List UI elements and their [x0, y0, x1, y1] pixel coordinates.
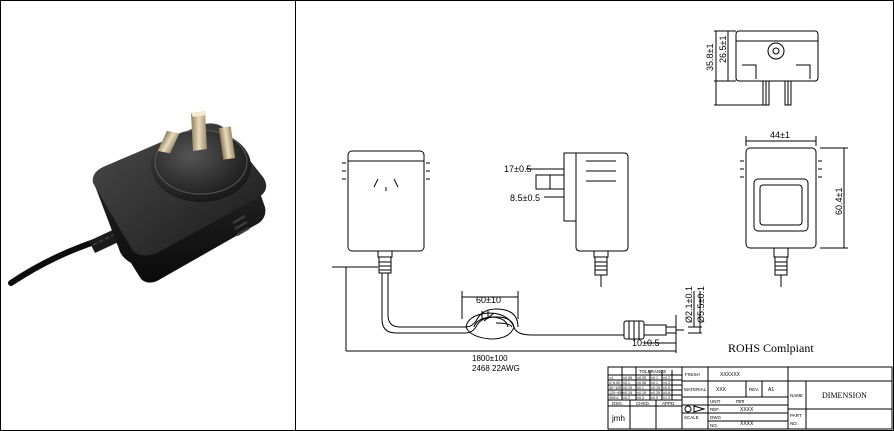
- dim-pin-length-1: 17±0.5: [504, 164, 531, 174]
- rohs-label: ROHS Comlpiant: [728, 341, 814, 355]
- part-no-label: NO.: [790, 421, 798, 426]
- svg-text:±0.08: ±0.08: [623, 376, 632, 380]
- no-label: NO.: [710, 423, 718, 428]
- svg-text:400<L: 400<L: [609, 396, 619, 400]
- svg-text:4~6.00: 4~6.00: [609, 381, 620, 385]
- technical-drawing: 35.8±1 26.5±1 44±1 60.4±1 17±0.5 8.5±0.5…: [332, 30, 893, 430]
- finish-value: XXXXXX: [720, 372, 741, 378]
- svg-text:±0.08: ±0.08: [637, 381, 646, 385]
- dsg-label: DSG.: [612, 401, 623, 406]
- unit-value: mm: [736, 399, 744, 405]
- part-label: PART: [790, 413, 802, 418]
- svg-text:<4: <4: [609, 376, 613, 380]
- technical-drawing-panel: 35.8±1 26.5±1 44±1 60.4±1 17±0.5 8.5±0.5…: [296, 0, 894, 431]
- rev-value: A1: [768, 387, 774, 393]
- dim-width: 44±1: [770, 130, 790, 140]
- svg-text:±0.2: ±0.2: [663, 376, 670, 380]
- dim-height-total: 35.8±1: [705, 44, 715, 71]
- material-value: XXX: [716, 387, 727, 393]
- dim-plug-inner: Ø2.1±0.1: [684, 286, 694, 323]
- no-value: XXXX: [740, 421, 754, 427]
- side-view: [526, 152, 629, 287]
- svg-text:±0.5: ±0.5: [651, 396, 658, 400]
- dwg-label: DWG: [710, 415, 721, 420]
- svg-text:±0.25: ±0.25: [651, 391, 660, 395]
- name-label: NAME: [790, 393, 803, 398]
- svg-text:±0.15: ±0.15: [623, 391, 632, 395]
- tolerance-rows: <4 ±0.08 ±0.05 ±0.1 ±0.2 4~6.00 ±0.1 ±0.…: [609, 376, 670, 400]
- finish-label: FINISH: [685, 372, 700, 377]
- name-value: DIMENSION: [822, 391, 867, 400]
- svg-text:±0.1: ±0.1: [651, 376, 658, 380]
- svg-text:±0.05: ±0.05: [637, 376, 646, 380]
- ref-label: REF.: [710, 407, 720, 412]
- svg-text:120~400: 120~400: [609, 391, 623, 395]
- cable-spec: 2468 22AWG: [472, 364, 520, 373]
- dim-cable-length: 1800±100: [472, 354, 508, 363]
- vent-slots: [232, 214, 250, 237]
- svg-text:±0.3: ±0.3: [663, 381, 670, 385]
- svg-text:±0.5: ±0.5: [663, 386, 670, 390]
- svg-text:±1.2: ±1.2: [663, 396, 670, 400]
- top-view: [740, 136, 848, 287]
- dim-pin-length-2: 8.5±0.5: [510, 193, 540, 203]
- svg-text:±0.1: ±0.1: [651, 381, 658, 385]
- scale-label: SCALE: [684, 415, 699, 420]
- dim-plug-length: 10±0.5: [632, 338, 659, 348]
- svg-text:±0.15: ±0.15: [637, 391, 646, 395]
- chkd-label: CHKD.: [636, 401, 650, 406]
- designer: jmh: [611, 414, 625, 423]
- front-view: [714, 30, 819, 106]
- svg-text:±0.3: ±0.3: [637, 396, 644, 400]
- rev-label: REV.: [749, 387, 759, 392]
- product-photo: [8, 111, 267, 286]
- svg-text:±0.1: ±0.1: [637, 386, 644, 390]
- appd-label: APPD.: [662, 401, 676, 406]
- dim-plug-outer: Ø5.5±0.1: [696, 286, 706, 323]
- svg-text:±0.8: ±0.8: [663, 391, 670, 395]
- dim-height-body: 26.5±1: [718, 36, 728, 63]
- svg-text:±0.2: ±0.2: [623, 396, 630, 400]
- product-photo-panel: [0, 0, 296, 431]
- title-block: [607, 366, 893, 430]
- svg-text:±0.1: ±0.1: [623, 381, 630, 385]
- svg-text:30~120: 30~120: [609, 386, 621, 390]
- dim-length: 60.4±1: [834, 188, 844, 215]
- dim-coil: 60±10: [476, 295, 501, 305]
- svg-text:±0.15: ±0.15: [623, 386, 632, 390]
- material-label: MATERIAL: [684, 387, 707, 392]
- tolerance-label: TOLERANCE: [639, 369, 666, 374]
- bottom-view: [332, 150, 702, 353]
- plug-pins: [157, 111, 236, 160]
- ref-value: XXXX: [740, 407, 754, 413]
- svg-text:±0.15: ±0.15: [651, 386, 660, 390]
- unit-label: UNIT: [710, 399, 721, 404]
